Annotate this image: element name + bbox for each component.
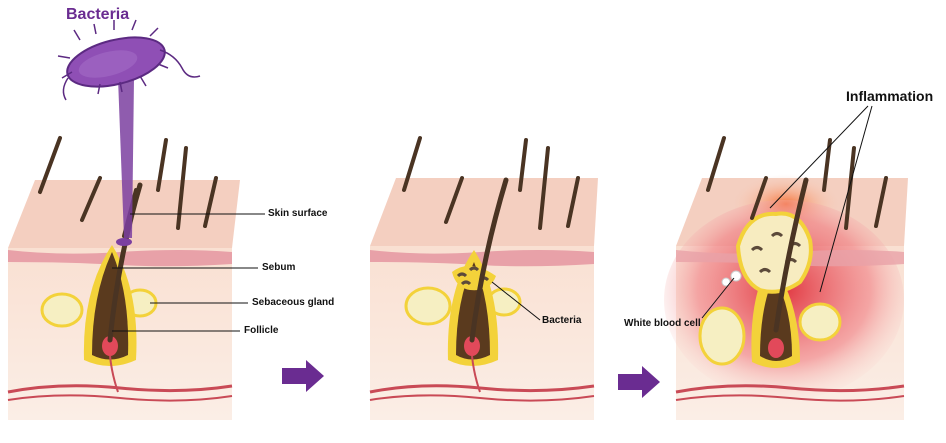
hair — [176, 146, 188, 230]
leader-white-blood-cell — [701, 277, 735, 319]
label-white-blood-cell: White blood cell — [624, 318, 701, 329]
arrow-step-2 — [618, 366, 660, 398]
white-blood-cell — [721, 277, 731, 287]
pustule — [735, 211, 813, 294]
panel-2-skin-block — [369, 136, 598, 420]
hair — [844, 146, 856, 230]
label-bacteria: Bacteria — [542, 315, 582, 326]
sebaceous-gland-left — [698, 306, 746, 366]
blood-vessel — [369, 384, 595, 394]
leader-inflammation-2 — [819, 105, 873, 293]
sebaceous-gland-right — [798, 302, 842, 342]
hair — [822, 138, 832, 192]
blood-vessel — [7, 384, 233, 394]
blood-vessel — [675, 384, 905, 394]
leader-inflammation-1 — [769, 105, 869, 209]
hair — [750, 176, 768, 220]
label-follicle: Follicle — [244, 325, 279, 336]
hair-bulb — [464, 336, 480, 356]
arrow-step-1 — [282, 360, 324, 392]
bacteria-cilia — [57, 19, 169, 95]
hair — [773, 177, 809, 333]
hair — [874, 176, 888, 228]
bacteria-flagellum — [62, 77, 69, 101]
blood-vessel — [675, 394, 905, 402]
hair — [156, 138, 168, 192]
vessel-to-bulb — [471, 355, 481, 393]
hair — [538, 146, 550, 230]
bacteria-cell-highlight — [78, 50, 138, 78]
hair — [80, 176, 102, 222]
bacteria-flagellum — [159, 49, 201, 78]
hair — [518, 138, 528, 192]
label-sebum: Sebum — [262, 262, 296, 273]
pore-bacteria — [116, 238, 132, 246]
hair-bulb — [768, 338, 784, 358]
panel-1-skin-block — [7, 136, 240, 420]
blood-vessel — [7, 394, 233, 402]
label-bacteria-title: Bacteria — [66, 6, 130, 23]
panel-3-skin-block — [664, 136, 908, 420]
label-inflammation: Inflammation — [846, 88, 934, 104]
hair — [469, 177, 509, 343]
bacteria-illustration — [57, 19, 201, 238]
bacteria-cluster — [456, 266, 490, 286]
label-sebaceous-gland: Sebaceous gland — [252, 297, 335, 308]
hair — [203, 176, 218, 228]
sebaceous-gland-left — [404, 286, 452, 326]
hair-bulb — [102, 336, 118, 356]
blood-vessel — [369, 394, 595, 402]
bacteria-cluster — [750, 232, 802, 274]
vessel-to-bulb — [109, 355, 119, 393]
hair — [38, 136, 62, 194]
hair — [444, 176, 464, 224]
epidermis-layer — [370, 250, 594, 267]
sebaceous-gland-left — [40, 292, 84, 328]
hair — [706, 136, 726, 192]
hair — [566, 176, 580, 228]
leader-bacteria — [491, 281, 541, 321]
hair — [402, 136, 422, 192]
bacteria-beam — [118, 78, 134, 238]
label-skin-surface: Skin surface — [268, 208, 328, 219]
hair — [107, 182, 143, 343]
